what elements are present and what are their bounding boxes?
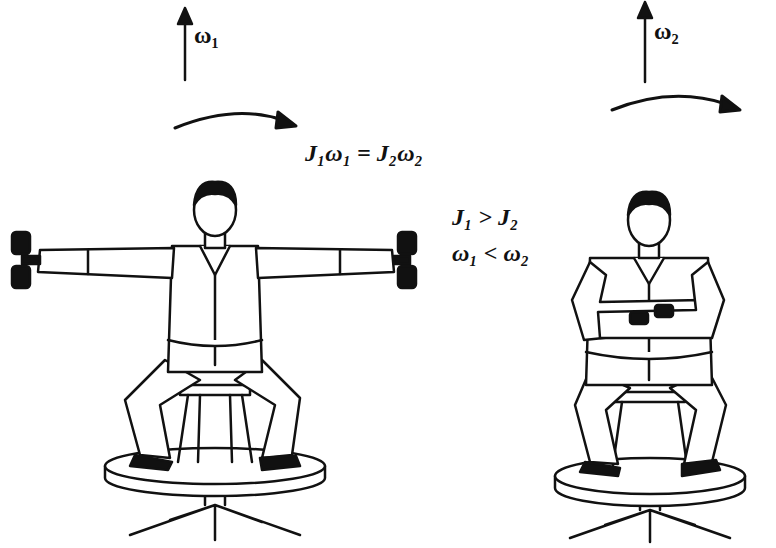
omega-arrow bbox=[178, 2, 652, 82]
angular-velocity-label: ω₂ bbox=[654, 18, 679, 44]
person-arms-crossed bbox=[555, 192, 745, 542]
person-arms-out bbox=[12, 182, 416, 540]
rotation-arrow bbox=[175, 96, 740, 128]
angular-velocity-label: ω₁ bbox=[194, 22, 219, 48]
formula-label: J₁ > J₂ bbox=[452, 204, 518, 230]
formula-label: ω₁ < ω₂ bbox=[452, 240, 529, 266]
formula-label: J₁ω₁ = J₂ω₂ bbox=[305, 140, 423, 166]
